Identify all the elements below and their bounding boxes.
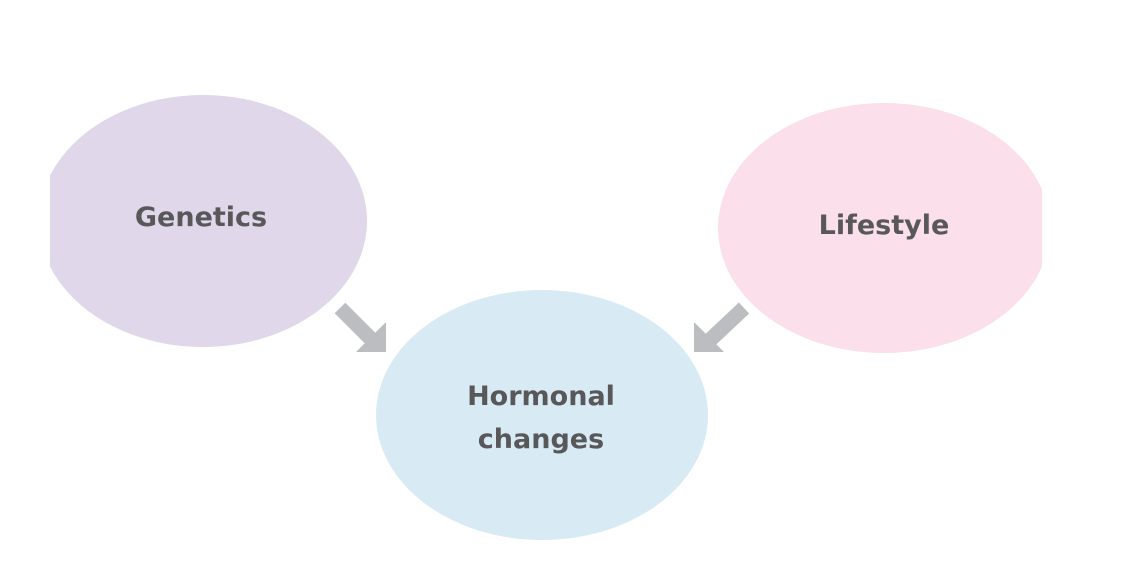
arrow-lifestyle-to-hormonal bbox=[694, 302, 750, 352]
lifestyle-node bbox=[718, 103, 1042, 353]
hormonal-label-line2: changes bbox=[478, 424, 604, 455]
arrow-genetics-to-hormonal bbox=[334, 302, 386, 352]
hormonal-changes-node bbox=[376, 290, 708, 540]
hormonal-label-line1: Hormonal bbox=[467, 381, 615, 412]
genetics-label: Genetics bbox=[135, 202, 267, 233]
genetics-node bbox=[50, 95, 367, 347]
lifestyle-label: Lifestyle bbox=[819, 210, 950, 241]
